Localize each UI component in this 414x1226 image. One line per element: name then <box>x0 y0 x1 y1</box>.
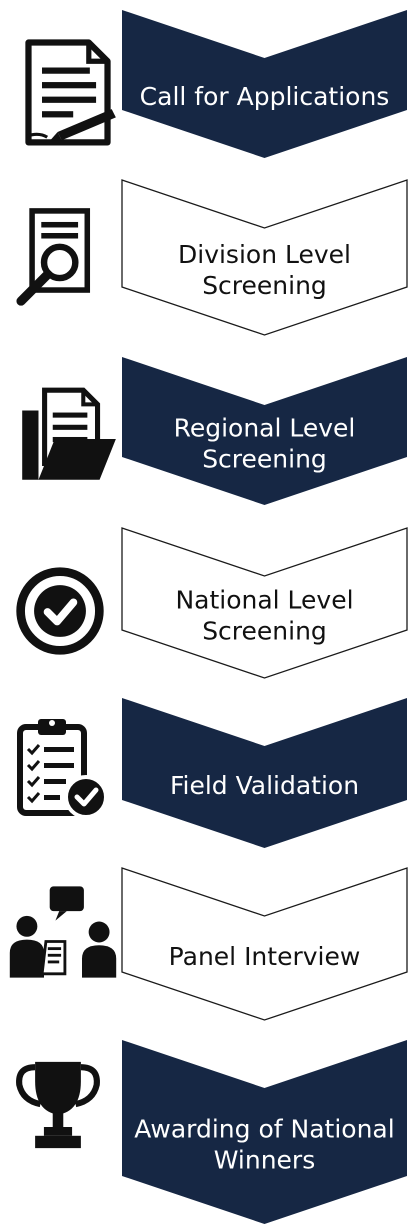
document-pen-icon <box>26 43 115 143</box>
step-5: Field Validation <box>122 698 407 848</box>
step-label-line: Screening <box>202 445 327 474</box>
step-label-line: Regional Level <box>174 414 356 443</box>
step-label-line: Field Validation <box>170 771 359 800</box>
chevron-shape <box>121 867 408 1021</box>
step-label-line: Division Level <box>178 240 351 269</box>
chevron-shape <box>122 698 407 848</box>
step-6: Panel Interview <box>121 867 408 1021</box>
interview-people-icon <box>8 884 118 980</box>
step-label-line: Awarding of National <box>134 1115 394 1144</box>
chevron-shape <box>121 179 408 336</box>
chevron-shape <box>122 10 407 158</box>
trophy-icon <box>19 1062 97 1148</box>
clipboard-check-icon <box>20 719 106 817</box>
magnify-document-icon <box>21 211 87 301</box>
step-label-line: Call for Applications <box>140 82 390 111</box>
step-label-line: National Level <box>175 586 353 615</box>
chevron-shape <box>122 1040 407 1224</box>
step-label-line: Winners <box>214 1146 316 1175</box>
chevron-shape <box>122 357 407 505</box>
step-label-line: Screening <box>202 271 327 300</box>
step-label-line: Panel Interview <box>169 942 361 971</box>
chevron-shape <box>121 527 408 679</box>
step-1: Call for Applications <box>122 10 407 158</box>
folder-documents-icon <box>22 390 116 480</box>
check-circle-icon <box>21 572 100 651</box>
step-label-line: Screening <box>202 617 327 646</box>
